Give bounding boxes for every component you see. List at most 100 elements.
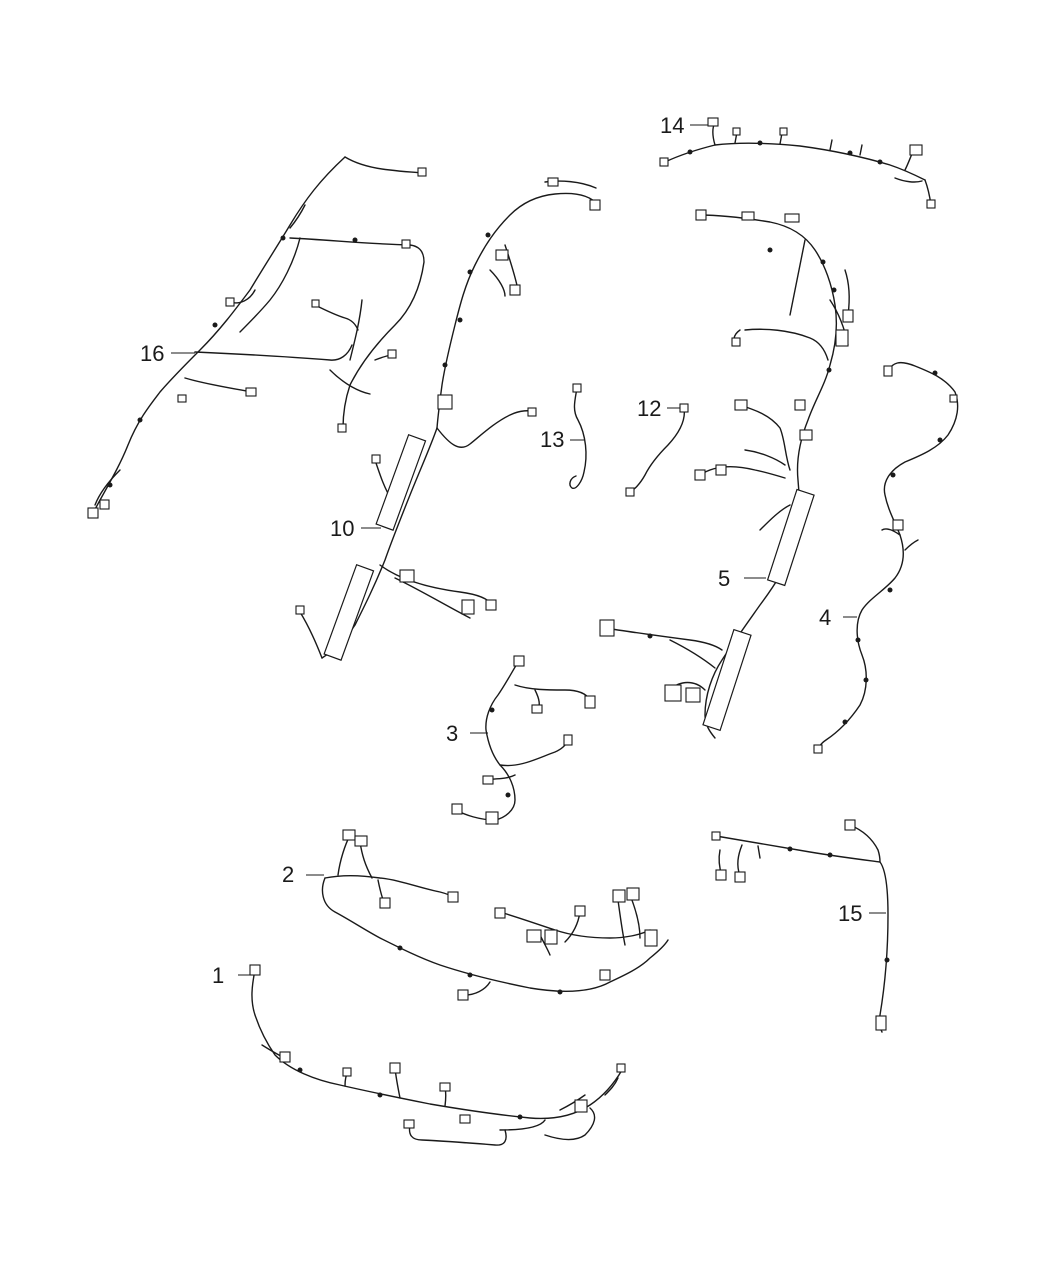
clip: [397, 945, 403, 951]
connector: [659, 157, 669, 167]
connector: [459, 1114, 471, 1124]
connector: [784, 213, 800, 223]
connector: [584, 695, 596, 709]
callout-12[interactable]: 12: [637, 396, 682, 421]
connector: [741, 211, 755, 221]
connector: [794, 399, 806, 411]
callout-15[interactable]: 15: [838, 901, 886, 926]
callout-3-label: 3: [446, 721, 458, 746]
callout-16-label: 16: [140, 341, 164, 366]
connector: [354, 835, 368, 847]
connector: [574, 1099, 588, 1113]
callout-13[interactable]: 13: [540, 427, 585, 452]
callout-2[interactable]: 2: [282, 862, 324, 887]
connector: [926, 199, 936, 209]
clip: [489, 707, 495, 713]
clip: [107, 482, 113, 488]
connector: [949, 394, 958, 403]
connector: [574, 905, 586, 917]
callout-5[interactable]: 5: [718, 566, 766, 591]
clip: [820, 259, 826, 265]
harness-15-rear[interactable]: [711, 819, 890, 1033]
connector: [342, 829, 356, 841]
connector: [87, 507, 99, 519]
harness-13-jumper[interactable]: [569, 383, 587, 489]
clip: [842, 719, 848, 725]
connector: [526, 929, 542, 943]
connector: [707, 117, 719, 127]
connector: [544, 929, 558, 945]
clip: [377, 1092, 383, 1098]
connector: [461, 599, 475, 615]
connector: [644, 929, 658, 947]
cable-channel: [766, 488, 815, 587]
connector: [664, 684, 682, 702]
harness-16-roof[interactable]: [87, 156, 427, 519]
connector: [249, 964, 261, 976]
callout-3[interactable]: 3: [446, 721, 488, 746]
clip: [297, 1067, 303, 1073]
connector: [612, 889, 626, 903]
harness-3-console[interactable]: [451, 655, 596, 825]
connector: [731, 337, 741, 347]
connector: [734, 399, 748, 411]
connector: [437, 394, 453, 410]
connector: [457, 989, 469, 1001]
harness-2-instrument-panel[interactable]: [321, 829, 669, 1001]
callout-16[interactable]: 16: [140, 341, 195, 366]
connector: [626, 887, 640, 901]
connector: [527, 407, 537, 417]
callout-4[interactable]: 4: [819, 605, 857, 630]
connector: [177, 394, 187, 403]
harness-1-front-bumper[interactable]: [249, 964, 626, 1146]
connector: [494, 907, 506, 919]
connector: [531, 704, 543, 714]
harness-14-liftgate[interactable]: [659, 117, 936, 209]
clip: [827, 852, 833, 858]
connector: [909, 144, 923, 156]
clip: [505, 792, 511, 798]
connector: [485, 811, 499, 825]
connector: [401, 239, 411, 249]
clip: [855, 637, 861, 643]
connector: [715, 464, 727, 476]
callout-13-label: 13: [540, 427, 564, 452]
connector: [711, 831, 721, 841]
clip: [767, 247, 773, 253]
clip: [890, 472, 896, 478]
clip: [887, 587, 893, 593]
connector: [835, 329, 849, 347]
connector: [417, 167, 427, 177]
callout-2-label: 2: [282, 862, 294, 887]
callout-12-label: 12: [637, 396, 661, 421]
clip: [280, 235, 286, 241]
clip: [647, 633, 653, 639]
clip: [863, 677, 869, 683]
callout-14[interactable]: 14: [660, 113, 708, 138]
harness-4-right-side[interactable]: [813, 361, 959, 754]
connector: [495, 249, 509, 261]
connector: [513, 655, 525, 667]
connector: [616, 1063, 626, 1073]
connector: [599, 619, 615, 637]
callout-10[interactable]: 10: [330, 516, 381, 541]
connector: [892, 519, 904, 531]
connector: [337, 423, 347, 433]
connector: [342, 1067, 352, 1077]
clip: [937, 437, 943, 443]
connector: [589, 199, 601, 211]
connector: [389, 1062, 401, 1074]
connector: [679, 403, 689, 413]
connector: [399, 569, 415, 583]
harness-5-right-body[interactable]: [599, 209, 854, 739]
harness-12-jumper[interactable]: [625, 403, 689, 497]
callout-1[interactable]: 1: [212, 963, 256, 988]
harness-10-left-body[interactable]: [295, 177, 601, 661]
connector: [625, 487, 635, 497]
connector: [734, 871, 746, 883]
connector: [599, 969, 611, 981]
connector: [311, 299, 320, 308]
connector: [563, 734, 573, 746]
callout-15-label: 15: [838, 901, 862, 926]
connector: [295, 605, 305, 615]
